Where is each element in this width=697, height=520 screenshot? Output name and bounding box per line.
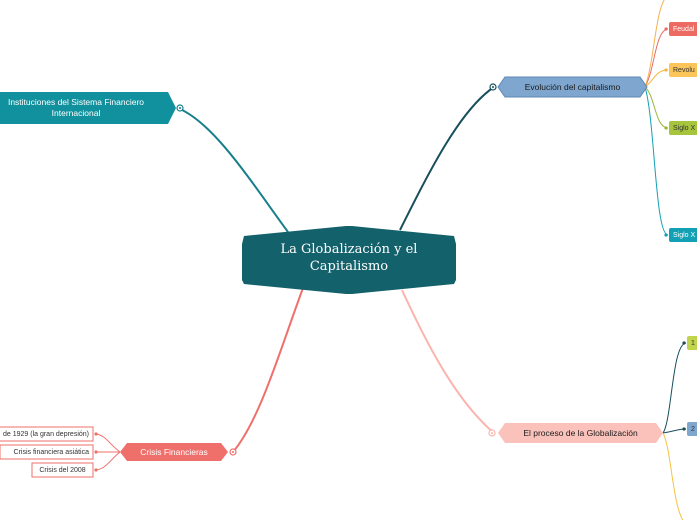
feudal-label[interactable]: Feudal [673, 25, 695, 33]
revolu-marker-icon [664, 68, 668, 72]
crisis-child-3-marker-icon [94, 468, 98, 472]
revolu-label[interactable]: Revolu [673, 66, 695, 74]
feudal-marker-icon [664, 27, 668, 31]
connector-evolucion [399, 86, 495, 231]
proceso-child-2-marker-icon [682, 427, 686, 431]
connector-crisis-1 [94, 433, 121, 453]
crisis-child-1-box[interactable] [0, 426, 94, 442]
siglo-green-node[interactable] [669, 121, 697, 135]
instituciones-label[interactable]: Instituciones del Sistema Financiero Int… [0, 94, 166, 122]
crisis-child-2-marker-icon [94, 450, 98, 454]
crisis-child-3-label[interactable]: Crisis del 2008 [39, 466, 86, 474]
connector-proceso [401, 289, 495, 434]
connector-feudal [644, 28, 669, 88]
proceso-child-1-node[interactable] [687, 336, 697, 350]
siglo-green-label[interactable]: Siglo X [673, 124, 696, 132]
crisis-node[interactable] [120, 443, 228, 461]
crisis-child-2-box[interactable] [0, 444, 94, 460]
feudal-node[interactable] [669, 22, 697, 36]
connector-proceso-3 [662, 432, 684, 520]
crisis-child-2-label[interactable]: Crisis financiera asiática [13, 448, 89, 456]
evolucion-label[interactable]: Evolución del capitalismo [524, 81, 621, 92]
evolucion-collapse-dot [492, 86, 494, 88]
proceso-collapse-dot [491, 432, 493, 434]
connector-siglo-teal [644, 86, 669, 236]
proceso-node[interactable] [498, 423, 663, 443]
revolu-node[interactable] [669, 63, 697, 77]
instituciones-line-1: Instituciones del Sistema Financiero [7, 97, 145, 107]
proceso-child-1-marker-icon [682, 341, 686, 345]
instituciones-collapse-dot [179, 107, 181, 109]
siglo-teal-label[interactable]: Siglo X [673, 231, 696, 239]
siglo-green-marker-icon [664, 126, 668, 130]
central-line-1: La Globalización y el [280, 242, 418, 257]
evolucion-node[interactable] [497, 76, 648, 98]
crisis-child-3-box[interactable] [31, 462, 94, 478]
crisis-collapse-dot [232, 451, 234, 453]
connector-proceso-1 [662, 342, 687, 434]
central-topic[interactable]: La Globalización y el Capitalismo [242, 228, 456, 288]
crisis-child-1-marker-icon [94, 432, 98, 436]
crisis-child-1-label[interactable]: de 1929 (la gran depresión) [2, 430, 89, 438]
central-node[interactable] [242, 226, 456, 294]
instituciones-node[interactable] [0, 92, 176, 124]
proceso-child-2-label[interactable]: 2 [691, 425, 695, 433]
connector-crisis [232, 287, 304, 453]
connector-top-orange [644, 0, 665, 88]
proceso-child-1-label[interactable]: 1 [691, 339, 695, 347]
proceso-child-2-node[interactable] [687, 422, 697, 436]
instituciones-line-2: Internacional [51, 108, 101, 118]
central-line-2: Capitalismo [309, 259, 389, 274]
siglo-teal-node[interactable] [669, 228, 697, 242]
crisis-label[interactable]: Crisis Financieras [140, 446, 208, 457]
connector-instituciones [179, 108, 289, 233]
proceso-label[interactable]: El proceso de la Globalización [523, 427, 638, 438]
connector-crisis-3 [94, 451, 121, 471]
siglo-teal-marker-icon [664, 233, 668, 237]
